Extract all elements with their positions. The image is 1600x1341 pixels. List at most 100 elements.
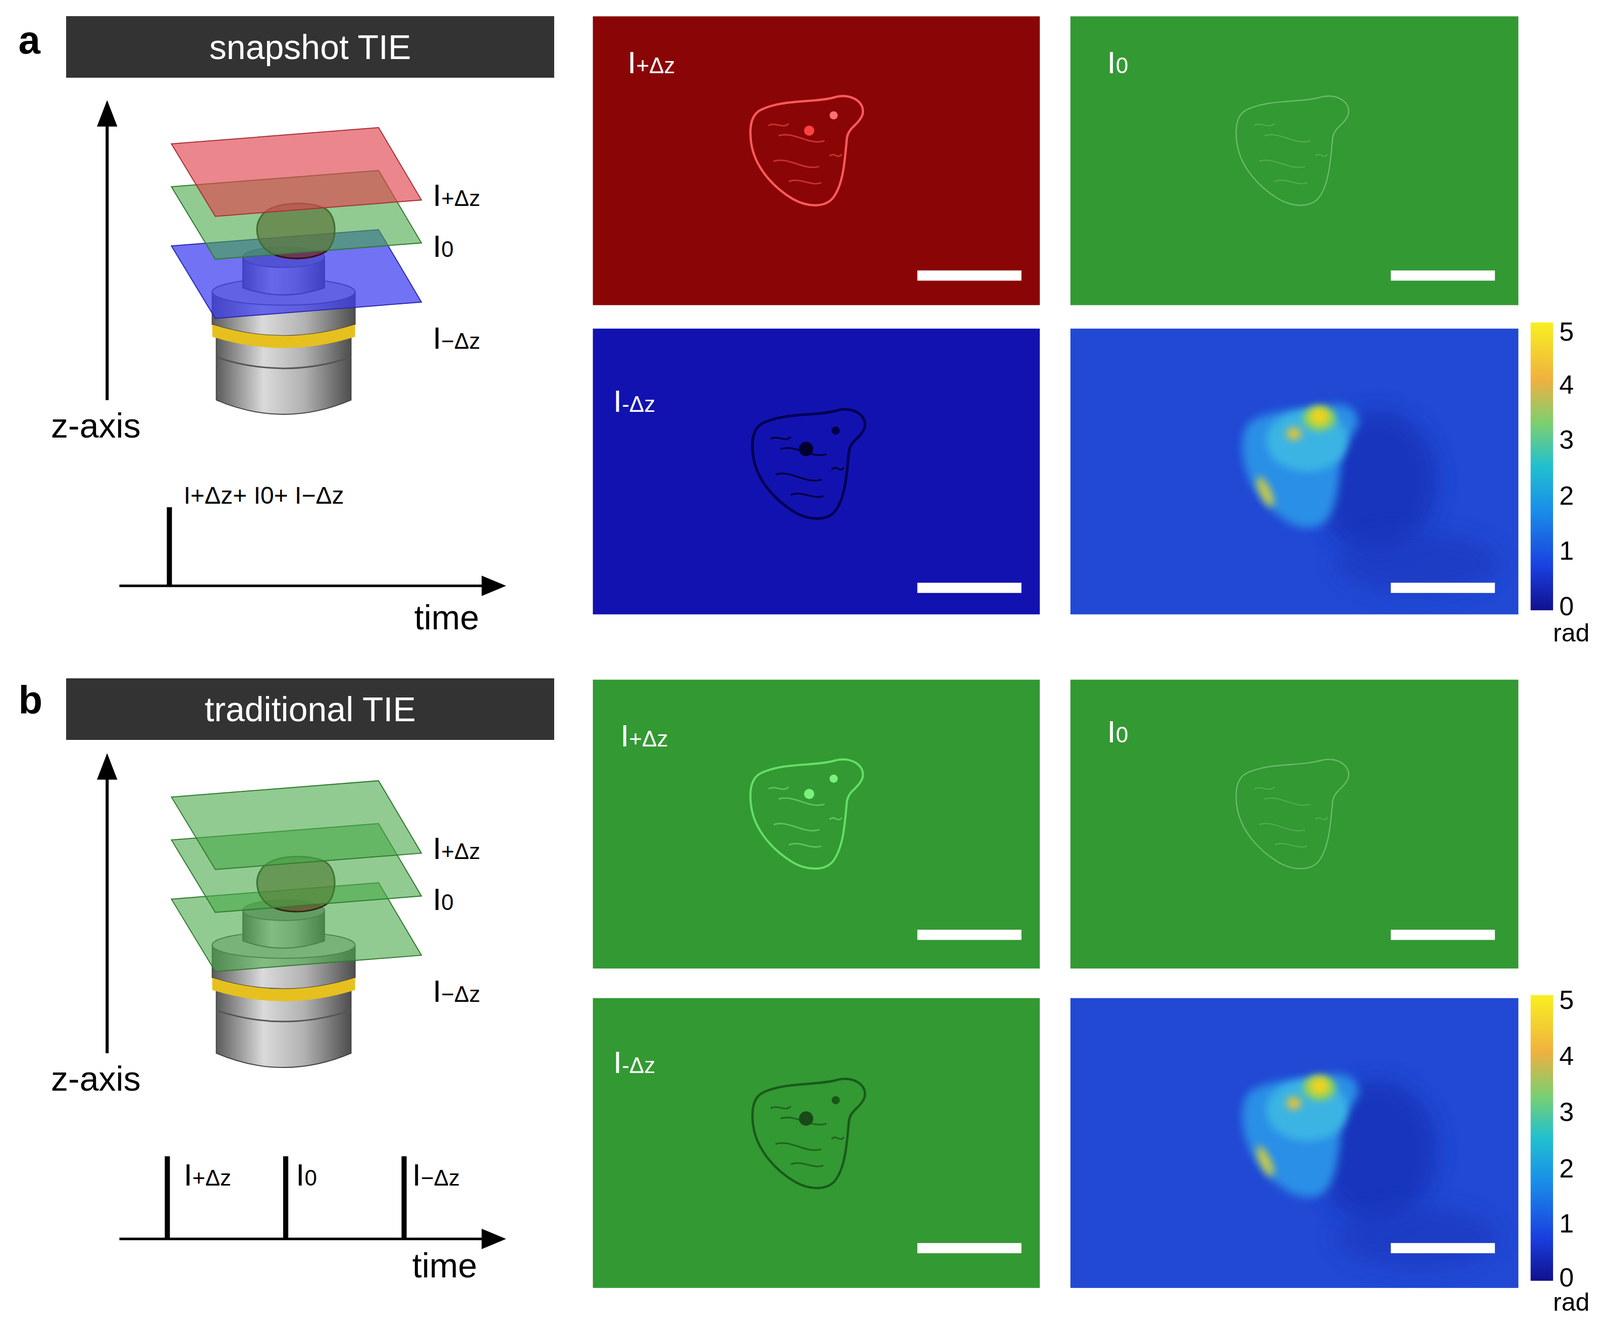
colorbar-tick: 0 [1559, 1264, 1574, 1291]
z-axis-arrow-part [96, 753, 118, 780]
time-axis-part [165, 1156, 171, 1240]
label-holder: time [414, 600, 479, 635]
intensity-image-part-part [770, 436, 844, 497]
intensity-image [1070, 16, 1519, 305]
focal-plane [171, 127, 422, 217]
label-holder: 2 [1559, 482, 1574, 509]
label-holder: I+Δz+ I0+ I−Δz [183, 483, 345, 508]
timing-label: I+Δz [183, 1159, 232, 1191]
header-text: snapshot TIE [209, 29, 411, 65]
intensity-image-part [593, 16, 1040, 305]
objective-lens-part [212, 977, 356, 1002]
time-axis-part [119, 584, 489, 588]
timing-label: I+Δz+ I0+ I−Δz [183, 483, 345, 508]
intensity-image-part [593, 679, 1040, 969]
phase-map-part [1310, 408, 1329, 425]
image-label: I+Δz [620, 720, 668, 752]
setup-illustration-a [96, 99, 507, 597]
label-holder: a [18, 20, 40, 60]
colorbar-tick: 3 [1559, 1098, 1574, 1126]
setup-illustration-b-part [96, 753, 422, 1068]
z-axis-arrow-part [96, 99, 118, 127]
image-label: I-Δz [613, 1046, 656, 1079]
intensity-image [593, 16, 1040, 305]
phase-map-part [1335, 1207, 1499, 1269]
axis-label: time [414, 600, 479, 635]
label-holder: I0 [432, 883, 454, 916]
label-holder: 5 [1559, 318, 1574, 345]
intensity-image [593, 328, 1040, 615]
objective-lens-part [216, 989, 352, 1068]
intensity-image-part [1070, 679, 1519, 969]
image-label: I0 [1107, 46, 1129, 79]
plane-label: I+Δz [432, 832, 480, 865]
time-axis-part [283, 1156, 289, 1240]
image-tile: I+Δz [593, 16, 1040, 305]
header-bar: traditional TIE [66, 678, 554, 740]
intensity-image-part-part [750, 95, 864, 205]
time-axis-part [119, 1237, 489, 1241]
intensity-image-part-part [804, 125, 815, 136]
image-tile: I0 [1070, 16, 1519, 305]
phase-map-part [1242, 404, 1359, 528]
phase-map-part [1303, 406, 1337, 432]
intensity-image-part-part [1236, 95, 1349, 205]
phase-map-part [1286, 1097, 1301, 1110]
intensity-image-part [752, 409, 866, 519]
label-holder: I0 [432, 230, 454, 262]
plane-label: I−Δz [432, 322, 480, 354]
scale-bar [917, 1243, 1022, 1254]
phase-map-part [1070, 328, 1519, 615]
colorbar-tick: 2 [1559, 1155, 1574, 1182]
axis-label: time [412, 1248, 477, 1283]
label-holder: 3 [1559, 1098, 1574, 1126]
objective-lens-part [216, 1010, 352, 1022]
timing-label: I−Δz [412, 1159, 460, 1191]
image-label: I0 [1107, 716, 1129, 748]
phase-map-part [1303, 1075, 1337, 1101]
label-holder: I−Δz [412, 1159, 460, 1191]
label-holder: z-axis [50, 1061, 141, 1096]
colorbar-tick: 5 [1559, 318, 1574, 345]
colorbar-tick: 5 [1559, 986, 1574, 1013]
intensity-image-part-part [768, 786, 842, 847]
label-holder: rad [1553, 620, 1590, 646]
colorbar-tick: 3 [1559, 426, 1574, 453]
image-tile: I-Δz [593, 328, 1040, 615]
label-holder: 2 [1559, 1155, 1574, 1182]
scale-bar [917, 929, 1022, 940]
intensity-image-part [593, 328, 1040, 615]
z-axis-arrow-part [105, 773, 109, 1054]
objective-lens-part [216, 336, 352, 415]
intensity-image-part-part [768, 123, 842, 184]
plane-label: I0 [432, 230, 454, 262]
intensity-image-part-part [752, 409, 866, 519]
phase-map [1070, 328, 1519, 615]
intensity-image-part [1236, 95, 1349, 205]
intensity-image [593, 679, 1040, 969]
colorbar-tick: 1 [1559, 537, 1574, 564]
intensity-image-part [750, 95, 864, 205]
colorbar-tick: 4 [1559, 1042, 1574, 1070]
z-axis-arrow [96, 99, 118, 400]
time-axis [119, 1156, 507, 1250]
plane-label: I−Δz [432, 975, 480, 1007]
label-holder: b [18, 680, 43, 720]
colorbar [1530, 995, 1554, 1282]
image-label: I-Δz [613, 385, 656, 417]
intensity-image [593, 998, 1040, 1289]
z-axis-arrow-part [105, 120, 109, 401]
intensity-image-part [752, 1079, 866, 1189]
intensity-image [1070, 679, 1519, 969]
label-holder: 0 [1559, 1264, 1574, 1291]
phase-map-part-part [1242, 1074, 1359, 1198]
intensity-image-part-part [770, 1106, 844, 1167]
label-holder: 3 [1559, 426, 1574, 453]
scale-bar [917, 270, 1022, 281]
intensity-image-part-part [798, 442, 814, 457]
label-holder: I+Δz [432, 832, 480, 865]
z-axis-arrow [96, 753, 118, 1053]
time-axis-part [481, 575, 507, 596]
timing-label: I0 [295, 1159, 317, 1191]
